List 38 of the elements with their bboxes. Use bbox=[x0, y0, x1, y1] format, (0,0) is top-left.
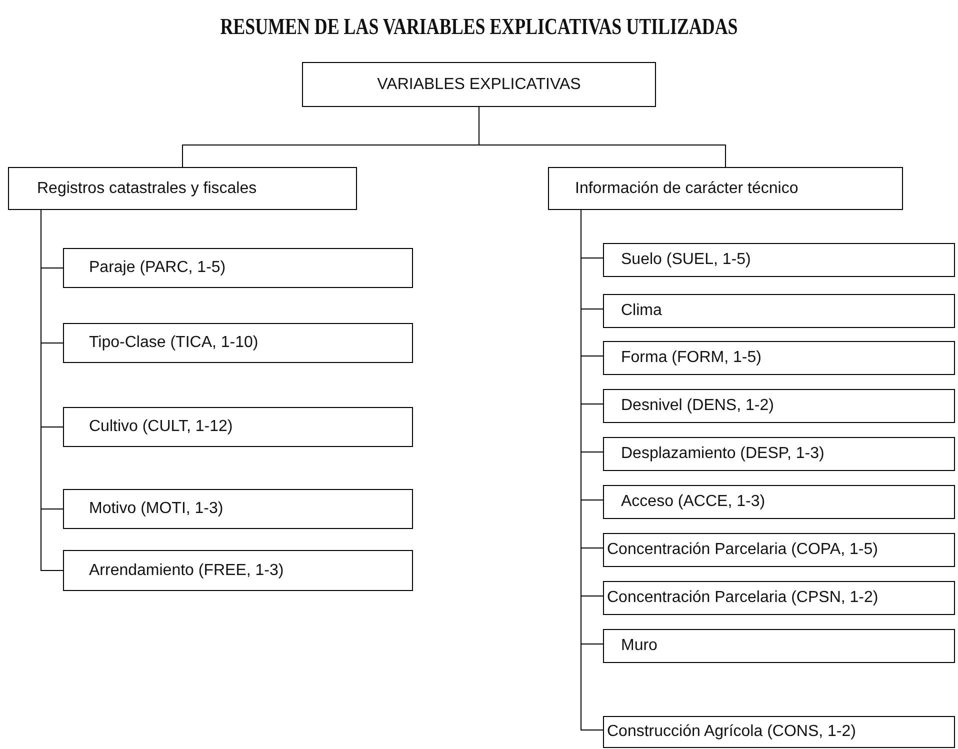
box-text: Paraje (PARC, 1-5) bbox=[89, 259, 226, 277]
box-text: Desplazamiento (DESP, 1-3) bbox=[621, 445, 824, 463]
box-text: Suelo (SUEL, 1-5) bbox=[621, 251, 751, 269]
label-box bbox=[603, 581, 955, 615]
box-text: Información de carácter técnico bbox=[575, 180, 798, 198]
box-text: VARIABLES EXPLICATIVAS bbox=[377, 76, 581, 94]
box-text: Concentración Parcelaria (COPA, 1-5) bbox=[607, 541, 878, 559]
label-box bbox=[603, 437, 955, 471]
box-text: Concentración Parcelaria (CPSN, 1-2) bbox=[607, 589, 878, 607]
box-text: Construcción Agrícola (CONS, 1-2) bbox=[607, 723, 856, 741]
label-box bbox=[603, 243, 955, 277]
box-text: Forma (FORM, 1-5) bbox=[621, 349, 762, 367]
box-text: Acceso (ACCE, 1-3) bbox=[621, 493, 766, 511]
label-box bbox=[63, 323, 413, 363]
box-text: Registros catastrales y fiscales bbox=[37, 180, 257, 198]
box-text: Muro bbox=[621, 637, 658, 655]
label-box bbox=[63, 248, 413, 288]
label-box bbox=[63, 550, 413, 591]
label-box bbox=[603, 485, 955, 519]
box-text: Cultivo (CULT, 1-12) bbox=[89, 418, 233, 436]
label-box bbox=[548, 167, 903, 210]
label-box bbox=[8, 167, 357, 210]
label-box bbox=[63, 489, 413, 529]
label-box bbox=[603, 389, 955, 423]
label-box bbox=[302, 62, 656, 107]
box-text: Clima bbox=[621, 302, 662, 320]
label-box bbox=[603, 716, 955, 748]
box-text: Motivo (MOTI, 1-3) bbox=[89, 500, 224, 518]
label-box bbox=[63, 407, 413, 447]
box-text: Arrendamiento (FREE, 1-3) bbox=[89, 562, 284, 580]
box-text: Desnivel (DENS, 1-2) bbox=[621, 397, 774, 415]
label-box bbox=[603, 341, 955, 375]
label-box bbox=[603, 533, 955, 567]
box-text: Tipo-Clase (TICA, 1-10) bbox=[89, 334, 258, 352]
connector-line bbox=[478, 106, 726, 168]
label-box bbox=[603, 629, 955, 663]
title: RESUMEN DE LAS VARIABLES EXPLICATIVAS UTILIZADAS bbox=[219, 14, 739, 40]
label-box bbox=[603, 294, 955, 328]
